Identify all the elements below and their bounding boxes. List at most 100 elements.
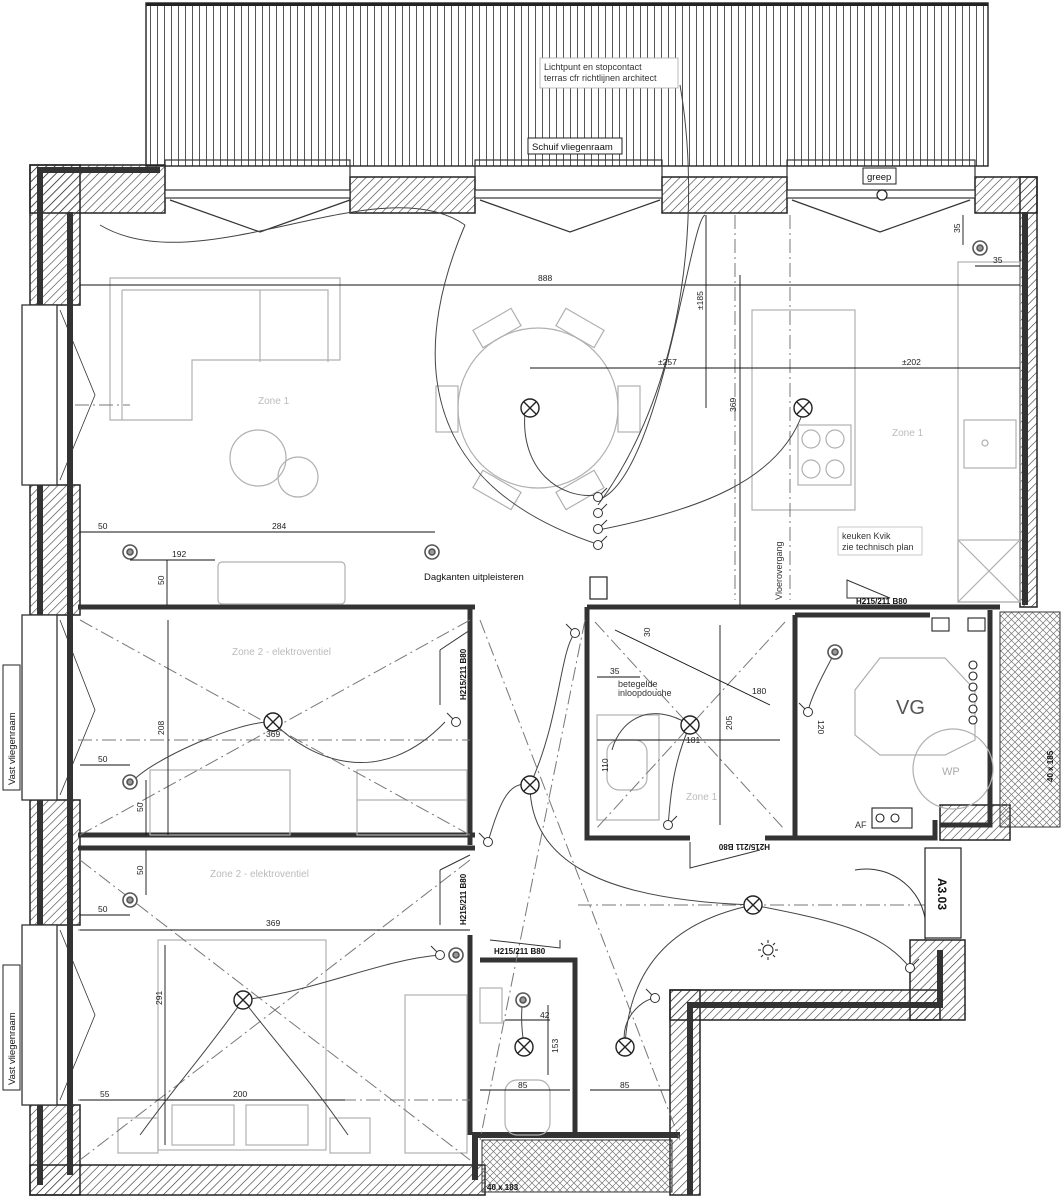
light-point-icon <box>233 990 253 1010</box>
lichtpunt-label-2: terras cfr richtlijnen architect <box>544 73 657 83</box>
vloerovergang-label: Vloerovergang <box>774 541 784 600</box>
dim-30: 30 <box>642 627 652 637</box>
switch-icon <box>593 519 608 534</box>
schuif-label: Schuif vliegenraam <box>532 142 613 153</box>
dim-192: 192 <box>172 549 186 559</box>
vast-label-1: Vast vliegenraam <box>7 712 18 785</box>
dim-205: 205 <box>724 716 734 730</box>
light-points <box>233 398 813 1057</box>
vast-box-2 <box>2 964 21 1091</box>
dim-153: 153 <box>550 1039 560 1053</box>
zone-bed1: Zone 2 - elektroventiel <box>232 647 331 658</box>
douche-label-1: betegelde <box>618 679 658 689</box>
dim-181: 181 <box>686 735 700 745</box>
dim-120: 120 <box>816 720 826 734</box>
wp-label: WP <box>942 766 960 778</box>
furniture <box>109 261 1021 1154</box>
dim-42: 42 <box>540 1010 550 1020</box>
light-point-icon <box>520 775 540 795</box>
light-point-icon <box>514 1037 534 1057</box>
dim-185: ±185 <box>695 291 705 310</box>
zone-labels: Zone 1 Zone 1 Zone 1 Zone 2 - elektroven… <box>210 396 924 880</box>
zone-living: Zone 1 <box>258 396 290 407</box>
window-b-label: 40 x 183 <box>487 1183 519 1192</box>
socket-icon <box>122 544 138 560</box>
dim-50f: 50 <box>98 904 108 914</box>
dim-180: 180 <box>752 686 766 696</box>
switches <box>430 487 920 1003</box>
door-labels: H215/211 B80 H215/211 B80 H215/211 B80 H… <box>459 597 908 956</box>
socket-icon <box>448 947 464 963</box>
dim-257: ±257 <box>658 357 677 367</box>
switch-icon <box>593 487 608 502</box>
dim-35c: 35 <box>610 666 620 676</box>
socket-icon <box>515 992 531 1008</box>
dim-369c: 369 <box>266 918 280 928</box>
socket-icon <box>424 544 440 560</box>
dim-50d: 50 <box>135 802 145 812</box>
light-point-icon <box>743 895 763 915</box>
dimension-texts: 888 ±185 ±257 ±202 369 35 35 50 284 192 … <box>98 223 1003 1099</box>
switch-icon <box>430 945 445 960</box>
dim-202: ±202 <box>902 357 921 367</box>
dim-85b: 85 <box>620 1080 630 1090</box>
dim-35b: 35 <box>993 255 1003 265</box>
light-point-icon <box>615 1037 635 1057</box>
light-point-icon <box>680 715 700 735</box>
door-bed2: H215/211 B80 <box>459 873 468 925</box>
dim-85a: 85 <box>518 1080 528 1090</box>
dim-291: 291 <box>154 991 164 1005</box>
vast-label-2: Vast vliegenraam <box>7 1012 18 1085</box>
switch-icon <box>565 623 580 638</box>
interior-wall-fill <box>481 611 1061 1193</box>
interior-walls <box>78 604 1000 1135</box>
keuken-box <box>837 526 923 556</box>
outdoor-light-icon <box>876 189 888 201</box>
greep-label: greep <box>867 172 891 183</box>
dimension-lines <box>80 215 1020 1145</box>
douche-label-2: inloopdouche <box>618 688 672 698</box>
exterior-walls <box>29 164 1038 1196</box>
switch-icon <box>905 958 920 973</box>
dim-50a: 50 <box>98 521 108 531</box>
dim-50e: 50 <box>135 865 145 875</box>
wiring <box>99 84 911 1136</box>
dim-50c: 50 <box>98 754 108 764</box>
vast-box-1 <box>2 664 21 791</box>
window-a-label: 40 x 185 <box>1046 750 1055 782</box>
door-bed1: H215/211 B80 <box>459 648 468 700</box>
smoke-detector-icon <box>758 940 778 960</box>
dim-35a: 35 <box>952 223 962 233</box>
door-storage: H215/211 B80 <box>856 597 908 606</box>
switch-icon <box>478 832 493 847</box>
dim-369b: 369 <box>266 729 280 739</box>
dim-110: 110 <box>600 758 610 772</box>
meter-panel <box>871 617 986 829</box>
light-point-icon <box>263 712 283 732</box>
dim-55: 55 <box>100 1089 110 1099</box>
switch-icon <box>593 503 608 518</box>
dim-284: 284 <box>272 521 286 531</box>
light-point-icon <box>793 398 813 418</box>
door-swings <box>439 579 927 949</box>
keuken-label-1: keuken Kvik <box>842 531 891 541</box>
greep-box <box>862 167 897 185</box>
keuken-label-2: zie technisch plan <box>842 542 914 552</box>
door-bath: H215/211 B80 <box>718 842 770 851</box>
switch-icon <box>446 712 461 727</box>
switch-icon <box>663 815 678 830</box>
dim-888: 888 <box>538 273 552 283</box>
light-point-icon <box>520 398 540 418</box>
dim-369a: 369 <box>728 398 738 412</box>
dim-200: 200 <box>233 1089 247 1099</box>
entrance-box <box>924 847 962 939</box>
switch-icon <box>645 988 660 1003</box>
af-label: AF <box>855 820 867 830</box>
socket-icon <box>972 240 988 256</box>
vg-label: VG <box>896 697 925 719</box>
top-windows <box>164 159 976 233</box>
labels-text: Lichtpunt en stopcontact terras cfr rich… <box>7 62 1055 1192</box>
lichtpunt-label-1: Lichtpunt en stopcontact <box>544 62 642 72</box>
dagkanten-label: Dagkanten uitpleisteren <box>424 572 524 583</box>
socket-icon <box>122 892 138 908</box>
